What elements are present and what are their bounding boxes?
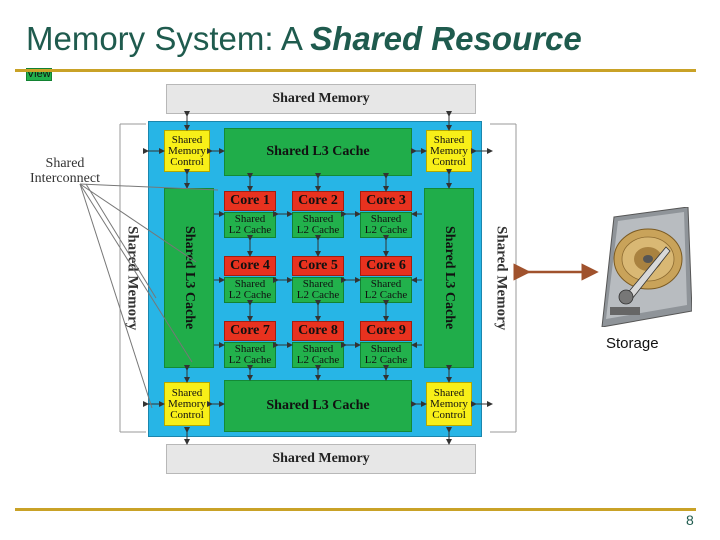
core-8: Core 8 <box>292 321 344 341</box>
slide-title: Memory System: A Shared Resource View <box>26 20 582 81</box>
memory-control-word-3: Control <box>170 408 204 421</box>
bus-connectors <box>143 111 493 445</box>
interconnect-pointer-lines <box>79 183 219 409</box>
shared-memory-left: Shared Memory <box>124 225 141 331</box>
storage-label: Storage <box>606 335 659 352</box>
memory-control-word-2: Memory <box>430 397 468 410</box>
l3-cache-left: Shared L3 Cache <box>182 226 197 330</box>
shared-memory-right-box: Shared Memory <box>487 124 515 432</box>
memory-control-word-2: Memory <box>430 144 468 157</box>
memory-control-word-3: Control <box>432 408 466 421</box>
memory-control-bottom-left: Shared Memory Control <box>164 382 210 426</box>
core-6: Core 6 <box>360 256 412 276</box>
core-4: Core 4 <box>224 256 276 276</box>
shared-memory-bottom: Shared Memory <box>166 444 476 474</box>
shared-interconnect-label: Shared Interconnect <box>30 156 100 186</box>
title-plain: Memory System: A <box>26 20 311 57</box>
memory-control-word-1: Shared <box>433 386 465 399</box>
memory-control-top-left: Shared Memory Control <box>164 130 210 172</box>
memory-control-word-1: Shared <box>433 133 465 146</box>
memory-control-word-2: Memory <box>168 144 206 157</box>
shared-memory-top: Shared Memory <box>166 84 476 114</box>
l3-cache-right-box: Shared L3 Cache <box>424 188 474 368</box>
memory-control-word-3: Control <box>170 155 204 168</box>
title-rule <box>15 69 696 72</box>
core-3: Core 3 <box>360 191 412 211</box>
memory-control-word-2: Memory <box>168 397 206 410</box>
interconnect-word-1: Shared <box>45 156 85 171</box>
shared-memory-right: Shared Memory <box>493 225 510 331</box>
interconnect-word-2: Interconnect <box>30 171 100 186</box>
l3-cache-right: Shared L3 Cache <box>442 226 457 330</box>
memory-control-word-1: Shared <box>171 133 203 146</box>
title-emphasis: Shared Resource <box>310 20 582 57</box>
core-1: Core 1 <box>224 191 276 211</box>
shared-memory-left-box: Shared Memory <box>120 124 144 432</box>
hard-drive-icon <box>601 207 692 327</box>
memory-control-word-3: Control <box>432 155 466 168</box>
page-number: 8 <box>686 512 694 528</box>
memory-control-word-1: Shared <box>171 386 203 399</box>
memory-control-bottom-right: Shared Memory Control <box>426 382 472 426</box>
footer-rule <box>15 508 696 511</box>
